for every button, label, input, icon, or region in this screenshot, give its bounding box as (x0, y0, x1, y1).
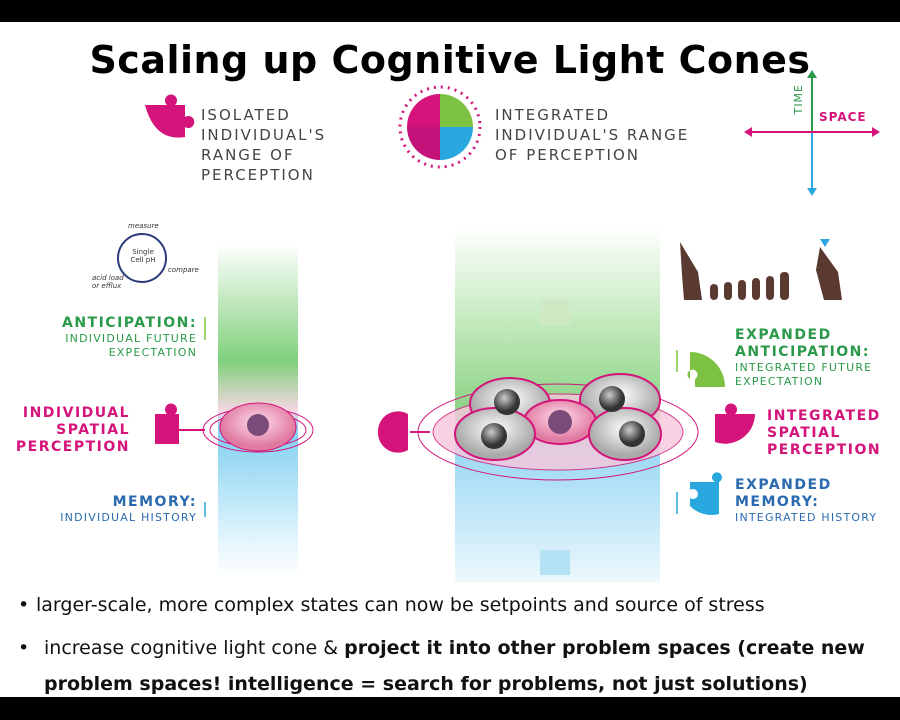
magenta-puzzle-icon (377, 411, 408, 453)
expanded-anticipation-sub: INTEGRATED FUTURE EXPECTATION (735, 361, 873, 388)
memory-sub: INDIVIDUAL HISTORY (60, 511, 197, 524)
left-memory: MEMORY: INDIVIDUAL HISTORY (0, 494, 197, 525)
magenta-puzzle-icon (145, 94, 195, 138)
magenta-puzzle-icon (155, 403, 179, 444)
expanded-anticipation-label: EXPANDED ANTICIPATION: (735, 327, 870, 360)
cycle-measure-label: measure (128, 222, 159, 230)
bullet-bold-text: project it into other problem spaces (cr… (44, 637, 865, 695)
anticipation-sub: INDIVIDUAL FUTURE EXPECTATION (65, 332, 197, 359)
cycle-acid-label: acid load or efflux (92, 274, 124, 290)
magenta-puzzle-icon (715, 403, 755, 444)
diagram (117, 70, 880, 582)
right-anticipation: EXPANDED ANTICIPATION: INTEGRATED FUTURE… (735, 327, 895, 389)
individual-spatial-label: INDIVIDUAL SPATIAL PERCEPTION (15, 405, 130, 455)
cycle-center-label: Single Cell pH (130, 248, 156, 264)
slide-title: Scaling up Cognitive Light Cones (89, 38, 811, 82)
bullet-text: larger-scale, more complex states can no… (36, 594, 765, 616)
time-space-axes-icon (744, 70, 880, 196)
isolated-legend-label: ISOLATED INDIVIDUAL'S RANGE OF PERCEPTIO… (201, 106, 327, 184)
expanded-memory-label: EXPANDED MEMORY: (735, 477, 832, 510)
space-axis-label: SPACE (819, 110, 867, 124)
cell-cluster (454, 373, 662, 461)
memory-label: MEMORY: (112, 494, 197, 510)
right-memory: EXPANDED MEMORY: INTEGRATED HISTORY (735, 477, 895, 525)
left-anticipation: ANTICIPATION: INDIVIDUAL FUTURE EXPECTAT… (0, 315, 197, 360)
faint-green-puzzle-icon (540, 300, 570, 325)
ph-cycle-icon (117, 233, 167, 283)
green-puzzle-icon (687, 352, 725, 387)
bullet-text: increase cognitive light cone & (44, 637, 345, 659)
integrated-spatial-label: INTEGRATED SPATIAL PERCEPTION (767, 408, 882, 458)
cycle-compare-label: compare (168, 266, 199, 274)
limb-regeneration-image (680, 242, 842, 300)
expanded-memory-sub: INTEGRATED HISTORY (735, 511, 878, 524)
slide: Scaling up Cognitive Light Cones (0, 22, 900, 697)
bullet-2: •increase cognitive light cone & project… (18, 637, 865, 695)
integrated-puzzle-icon (398, 85, 482, 169)
blue-puzzle-icon (690, 472, 722, 515)
bullet-1: •larger-scale, more complex states can n… (18, 594, 765, 616)
integrated-legend-label: INTEGRATED INDIVIDUAL'S RANGE OF PERCEPT… (495, 106, 690, 164)
anticipation-label: ANTICIPATION: (62, 315, 197, 331)
time-axis-label: TIME (792, 84, 805, 115)
faint-blue-puzzle-icon (540, 550, 570, 575)
